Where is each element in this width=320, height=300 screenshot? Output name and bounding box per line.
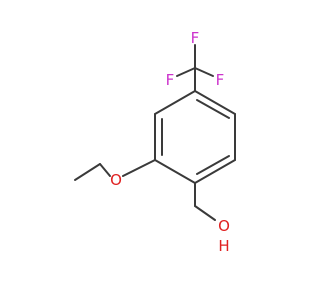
atom-label-f-left: F [166, 71, 175, 89]
ring-bond-bottom-right [194, 159, 236, 184]
ring-bond-top-right [194, 90, 236, 115]
ring-double-bond-bottom-right [196, 155, 230, 175]
hydroxymethyl-group: O H [194, 182, 230, 255]
molecule-diagram: F F F O O H [74, 29, 236, 255]
benzene-ring [154, 90, 236, 184]
bond-c-to-f-right [194, 67, 214, 77]
atom-label-f-right: F [216, 71, 225, 89]
bond-ch2-to-ch3 [74, 163, 101, 181]
trifluoromethyl-group: F F F [166, 29, 225, 92]
bond-c-to-f-left [176, 67, 196, 77]
atom-label-h-alcohol: H [218, 237, 229, 255]
bond-ch2-to-oh [194, 205, 216, 221]
bond-ring-to-ether-oxygen [122, 159, 156, 177]
ring-double-bond-top-right [196, 99, 230, 119]
atom-label-f-top: F [191, 29, 200, 47]
ethoxy-group: O [74, 159, 156, 189]
atom-label-o-ether: O [110, 171, 122, 189]
ring-bond-top-left [154, 90, 196, 115]
ring-bond-bottom-left [154, 159, 196, 184]
atom-label-o-alcohol: O [218, 217, 230, 235]
bond-ether-oxygen-to-ch2 [99, 163, 111, 177]
